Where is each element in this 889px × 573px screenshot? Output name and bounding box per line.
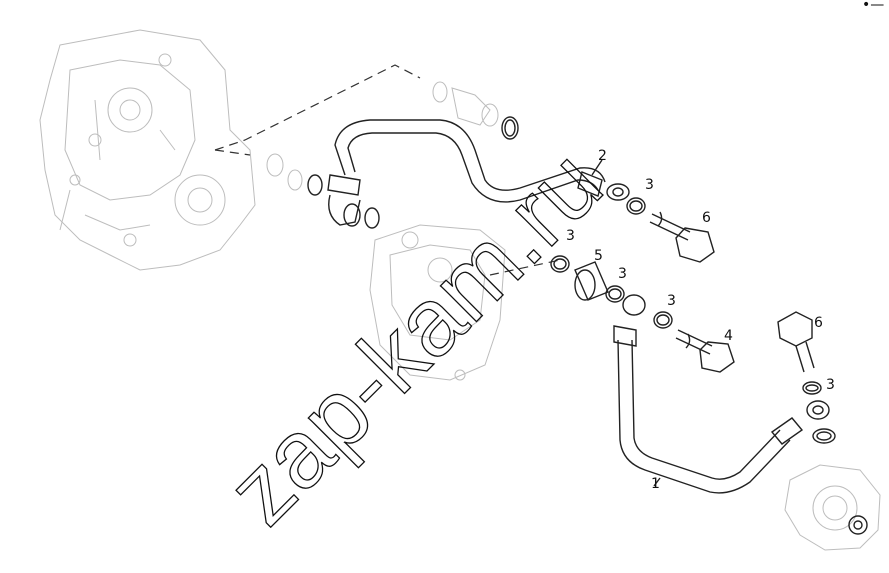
callout-5: 5 xyxy=(594,248,603,264)
callout-labels: 2 3 6 3 5 3 3 4 6 3 1 xyxy=(566,148,835,492)
assembly-lines xyxy=(214,64,561,276)
bolt-4 xyxy=(675,329,735,373)
middle-washer-group xyxy=(550,255,673,329)
callout-3-right: 3 xyxy=(667,293,676,309)
upper-left-fittings xyxy=(266,153,380,229)
callout-1: 1 xyxy=(651,476,660,492)
callout-2: 2 xyxy=(598,148,607,164)
callout-3-lower: 3 xyxy=(826,377,835,393)
lower-hose xyxy=(613,325,830,494)
callout-4: 4 xyxy=(724,328,733,344)
lower-right-bolt-group xyxy=(777,311,836,444)
leader-lines xyxy=(591,159,661,487)
callout-6-lower: 6 xyxy=(814,315,823,331)
callout-3-upper: 3 xyxy=(645,177,654,193)
callout-3-middle: 3 xyxy=(618,266,627,282)
upper-fittings-ghost xyxy=(432,81,519,140)
corner-mark: •— ••• xyxy=(862,0,889,13)
callout-3-middle-left: 3 xyxy=(566,228,575,244)
pump-ghost xyxy=(784,464,881,551)
upper-hose xyxy=(327,119,630,227)
watermark: zap-kam.ru xyxy=(207,130,622,545)
upper-right-bolt-group xyxy=(626,197,715,263)
callout-6-upper: 6 xyxy=(702,210,711,226)
engine-block-ghost xyxy=(39,29,256,271)
valve-block-ghost xyxy=(369,224,506,381)
